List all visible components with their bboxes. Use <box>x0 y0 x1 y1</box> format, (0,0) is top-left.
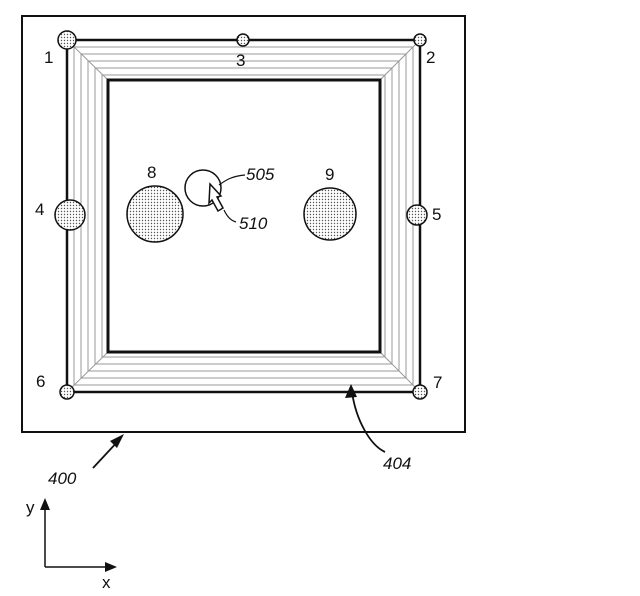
axis-y-label: y <box>26 498 35 517</box>
dot-4 <box>55 200 85 230</box>
label-5: 5 <box>432 205 441 224</box>
label-1: 1 <box>44 48 53 67</box>
dot-6 <box>60 385 74 399</box>
label-3: 3 <box>236 51 245 70</box>
circle-9 <box>304 188 356 240</box>
axis-x-label: x <box>102 573 111 592</box>
label-6: 6 <box>36 372 45 391</box>
dot-3 <box>237 34 249 46</box>
axes <box>40 498 117 572</box>
ref-505: 505 <box>246 165 275 184</box>
label-9: 9 <box>325 165 334 184</box>
label-4: 4 <box>35 200 44 219</box>
ref-400: 400 <box>48 469 77 488</box>
ref-404: 404 <box>383 454 411 473</box>
dot-7 <box>413 385 427 399</box>
dot-1 <box>58 31 76 49</box>
label-2: 2 <box>426 48 435 67</box>
label-8: 8 <box>147 163 156 182</box>
dot-5 <box>407 205 427 225</box>
pointer-400 <box>93 434 124 468</box>
ref-510: 510 <box>239 214 268 233</box>
label-7: 7 <box>433 373 442 392</box>
circle-8 <box>127 186 183 242</box>
dot-2 <box>414 34 426 46</box>
